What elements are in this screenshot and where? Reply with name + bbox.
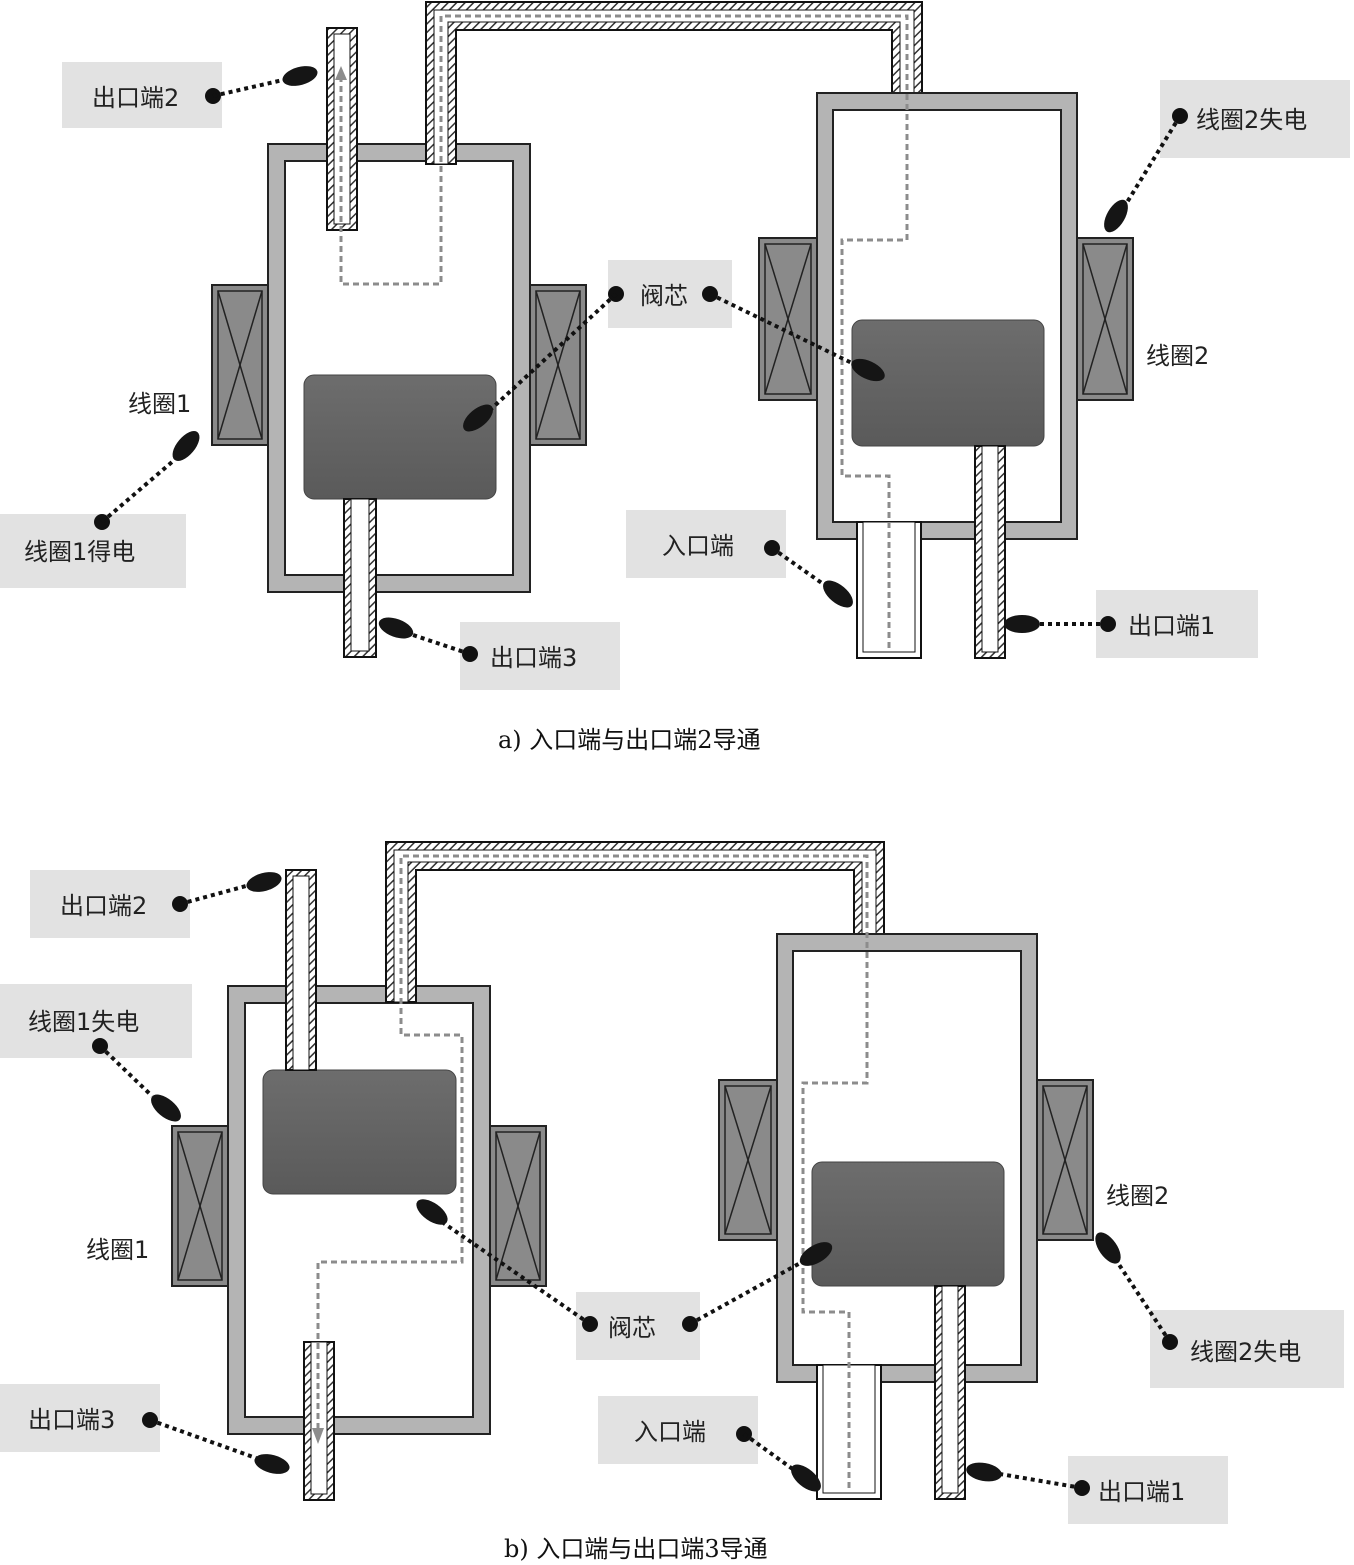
- valve1-core: [303, 374, 497, 500]
- valve2-core-b: [811, 1161, 1005, 1287]
- label-coil2-b: 线圈2: [1106, 1182, 1169, 1210]
- label-coil1-status-text: 线圈1得电: [24, 538, 135, 566]
- pointing-hand-icon: [1095, 1232, 1121, 1264]
- valve2-coil-left: [758, 237, 818, 401]
- pointing-hand-icon: [823, 580, 853, 608]
- pointing-hand-icon: [172, 431, 200, 461]
- caption-b: b) 入口端与出口端3导通: [504, 1535, 768, 1563]
- outlet2-pipe-b: [285, 869, 317, 1071]
- caption-a: a) 入口端与出口端2导通: [498, 726, 761, 754]
- label-coil1-status: 线圈1得电: [0, 431, 200, 588]
- label-core-text: 阀芯: [640, 282, 688, 310]
- pointing-hand-icon: [966, 1462, 1002, 1482]
- label-coil2-status-a: 线圈2失电: [1104, 80, 1350, 233]
- valve1-housing: [267, 143, 531, 593]
- label-coil2-status-text: 线圈2失电: [1190, 1338, 1301, 1366]
- label-coil1: 线圈1: [128, 390, 191, 418]
- label-inlet-a: 入口端: [626, 510, 853, 608]
- valve2-coil-left-b: [718, 1079, 778, 1241]
- valve2-core: [851, 319, 1045, 447]
- panel-b: 出口端2 线圈1失电 线圈1 阀芯 线圈2: [0, 841, 1344, 1563]
- label-outlet3-text: 出口端3: [490, 644, 577, 672]
- label-outlet3-a: 出口端3: [378, 617, 620, 690]
- flow-path-b: [316, 854, 869, 1488]
- valve1-coil-left: [211, 284, 269, 446]
- label-outlet2-text: 出口端2: [92, 84, 179, 112]
- flow-arrow-b: [312, 1428, 324, 1444]
- label-outlet1-text: 出口端1: [1098, 1478, 1185, 1506]
- outlet1-pipe: [974, 445, 1006, 659]
- valve1-housing-b: [227, 985, 491, 1435]
- pointing-hand-icon: [416, 1199, 448, 1225]
- pointing-hand-icon: [151, 1094, 181, 1122]
- valve2-housing: [816, 92, 1078, 540]
- label-coil2-status-b: 线圈2失电: [1095, 1232, 1344, 1388]
- label-outlet3-b: 出口端3: [0, 1384, 290, 1474]
- pointing-hand-icon: [246, 872, 282, 892]
- flow-arrow: [335, 66, 347, 80]
- label-inlet-text: 入口端: [662, 532, 734, 560]
- pointing-hand-icon: [799, 1242, 833, 1266]
- label-core-b: 阀芯: [416, 1199, 833, 1360]
- panel-a: 出口端2 线圈1 线圈1得电 阀芯 线圈2失电: [0, 1, 1350, 754]
- label-core-text: 阀芯: [608, 1314, 656, 1342]
- pointing-hand-icon: [1004, 615, 1040, 633]
- label-coil1-status-b: 线圈1失电: [0, 984, 192, 1122]
- valve1-coil-right-b: [489, 1125, 547, 1287]
- valve1-coil-left-b: [171, 1125, 229, 1287]
- valve2-coil-right-b: [1036, 1079, 1094, 1241]
- label-outlet1-a: 出口端1: [1004, 590, 1258, 658]
- flow-path: [339, 14, 909, 648]
- label-outlet2-text: 出口端2: [60, 892, 147, 920]
- label-coil2-a: 线圈2: [1146, 342, 1209, 370]
- pointing-hand-icon: [378, 617, 414, 639]
- label-coil1-text: 线圈1: [128, 390, 191, 418]
- label-core-a: 阀芯: [463, 260, 885, 432]
- label-outlet2: 出口端2: [62, 62, 318, 128]
- label-outlet3-text: 出口端3: [28, 1406, 115, 1434]
- label-coil1-text: 线圈1: [86, 1236, 149, 1264]
- valve1-core-b: [262, 1069, 457, 1195]
- outlet3-pipe: [343, 498, 377, 658]
- label-coil1-status-text: 线圈1失电: [28, 1008, 139, 1036]
- valve2-coil-right: [1076, 237, 1134, 401]
- pointing-hand-icon: [254, 1454, 290, 1474]
- pointing-hand-icon: [1104, 199, 1128, 233]
- label-coil2-text: 线圈2: [1106, 1182, 1169, 1210]
- label-coil2-text: 线圈2: [1146, 342, 1209, 370]
- label-outlet1-text: 出口端1: [1128, 612, 1215, 640]
- label-outlet1-b: 出口端1: [966, 1456, 1228, 1524]
- pointing-hand-icon: [282, 66, 318, 86]
- label-coil1-b: 线圈1: [86, 1236, 149, 1264]
- valve2-housing-b: [776, 933, 1038, 1383]
- label-inlet-text: 入口端: [634, 1418, 706, 1446]
- pointing-hand-icon: [791, 1464, 821, 1492]
- label-inlet-b: 入口端: [598, 1396, 821, 1492]
- pointing-hand-icon: [851, 358, 885, 382]
- label-coil2-status-text: 线圈2失电: [1196, 106, 1307, 134]
- outlet1-pipe-b: [934, 1285, 966, 1500]
- label-outlet2-b: 出口端2: [30, 870, 282, 938]
- pointing-hand-icon: [463, 404, 493, 432]
